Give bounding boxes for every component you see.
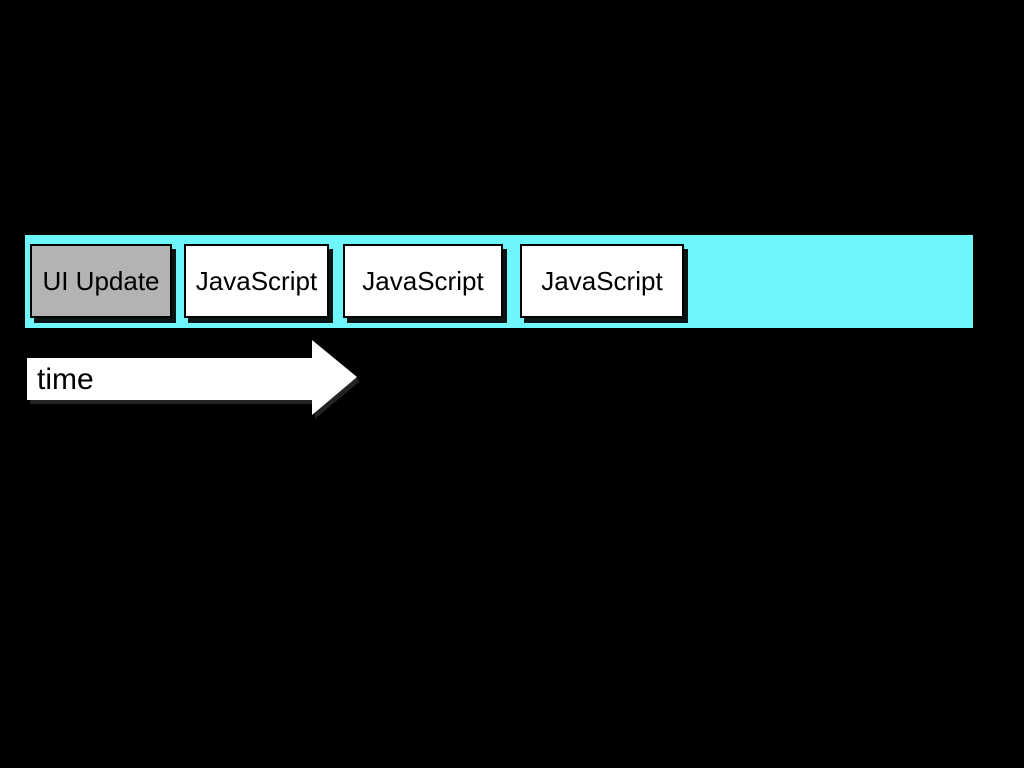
block-ui-update-label: UI Update — [42, 265, 160, 296]
time-arrow-shape — [27, 340, 357, 415]
block-javascript-2: JavaScript — [343, 244, 503, 318]
block-javascript-3-label: JavaScript — [541, 265, 663, 296]
block-javascript-1-label: JavaScript — [195, 265, 318, 296]
time-arrow — [27, 340, 357, 415]
block-javascript-3: JavaScript — [520, 244, 684, 318]
time-arrow-label: time — [37, 363, 94, 396]
block-javascript-1: JavaScript — [184, 244, 329, 318]
block-ui-update: UI Update — [30, 244, 172, 318]
timeline-bar: UI Update JavaScript JavaScript JavaScri… — [25, 235, 973, 328]
block-javascript-2-label: JavaScript — [362, 265, 484, 296]
